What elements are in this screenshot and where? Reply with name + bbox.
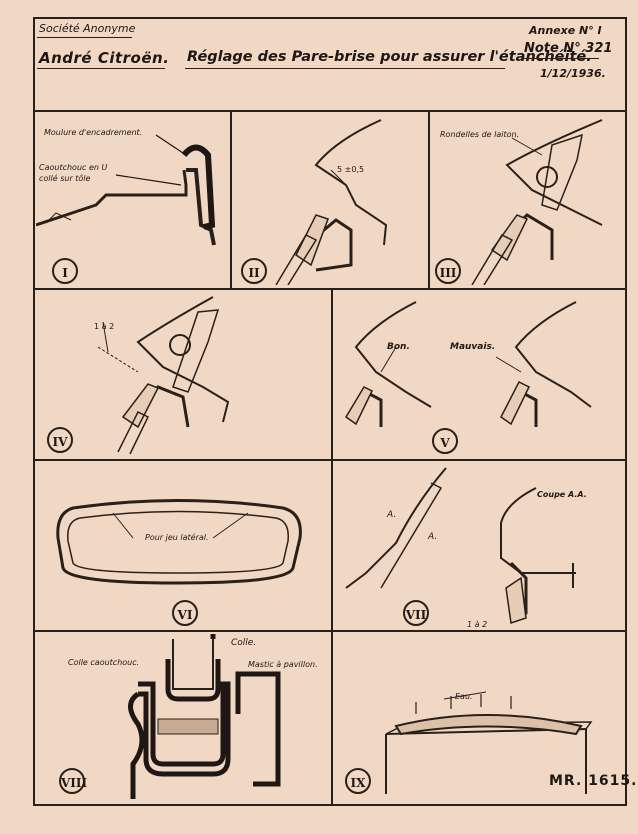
panel-8-rubber-profile-drawing xyxy=(128,634,281,799)
panel-7-label-section-aa: Coupe A.A. xyxy=(537,490,587,499)
grid-line xyxy=(230,110,232,290)
panel-1-numeral: I xyxy=(52,258,78,284)
panel-3-label-washers: Rondelles de laiton. xyxy=(440,130,520,139)
panel-3-windscreen-drawing xyxy=(471,119,603,285)
panel-2-gap-dimension: 5 ±0,5 xyxy=(337,165,365,174)
panel-8-label-rubber-glue: Colle caoutchouc. xyxy=(68,658,140,667)
panel-1-moulding-drawing xyxy=(36,134,216,246)
grid-line xyxy=(33,288,627,290)
annex-number: Annexe N° I xyxy=(529,24,602,37)
panel-7-section-mark-a: A. xyxy=(428,532,438,542)
panel-4-numeral: IV xyxy=(47,427,73,453)
panel-7-section-mark-a: A. xyxy=(387,510,397,520)
panel-4-windscreen-drawing xyxy=(97,296,230,455)
company-name: André Citroën. xyxy=(39,49,170,67)
panel-1-label-glued: collé sur tôle xyxy=(39,174,91,183)
panel-4-clearance-dimension: 1 à 2 xyxy=(94,322,115,331)
panel-5-label-good: Bon. xyxy=(387,342,410,352)
panel-9-numeral: IX xyxy=(345,768,371,794)
panel-8-label-glue: Colle. xyxy=(231,638,257,648)
note-underline xyxy=(523,58,599,59)
header-underline xyxy=(37,37,132,38)
panel-8-numeral: VIII xyxy=(59,768,87,794)
panel-2-numeral: II xyxy=(241,258,267,284)
panel-7-numeral: VII xyxy=(403,600,429,626)
panel-7-clearance-dimension: 1 à 2 xyxy=(467,620,488,629)
panel-9-label-water: Eau. xyxy=(455,692,473,701)
panel-5-label-bad: Mauvais. xyxy=(450,342,496,352)
title-underline xyxy=(185,68,505,69)
grid-line xyxy=(33,459,627,461)
panel-6-label-lateral-play: Pour jeu latéral. xyxy=(145,533,209,542)
panel-6-numeral: VI xyxy=(172,600,198,626)
panel-5-numeral: V xyxy=(432,428,458,454)
drawing-reference: MR. 1615. xyxy=(549,773,638,789)
grid-line xyxy=(428,110,430,290)
grid-line xyxy=(33,110,627,112)
panel-8-label-roof-mastic: Mastic à pavillon. xyxy=(248,660,318,669)
drawing-sheet-border xyxy=(33,17,627,806)
header-underline xyxy=(37,68,165,69)
grid-line xyxy=(33,630,627,632)
document-title: Réglage des Pare-brise pour assurer l'ét… xyxy=(187,49,592,65)
panel-6-windscreen-frame-drawing xyxy=(56,499,302,585)
panel-9-water-test-drawing xyxy=(385,691,593,794)
panel-1-label-rubber-u: Caoutchouc en U xyxy=(39,163,108,172)
panel-2-windscreen-drawing xyxy=(275,119,388,285)
company-type: Société Anonyme xyxy=(39,22,136,35)
panel-1-label-moulding: Moulure d'encadrement. xyxy=(44,128,143,137)
panel-3-numeral: III xyxy=(435,258,461,284)
document-date: 1/12/1936. xyxy=(540,67,606,80)
note-number: Note N° 321 xyxy=(524,41,613,56)
panel-7-section-drawing xyxy=(345,467,576,624)
panel-5-good-bad-drawing xyxy=(344,301,592,427)
grid-line xyxy=(331,288,333,806)
